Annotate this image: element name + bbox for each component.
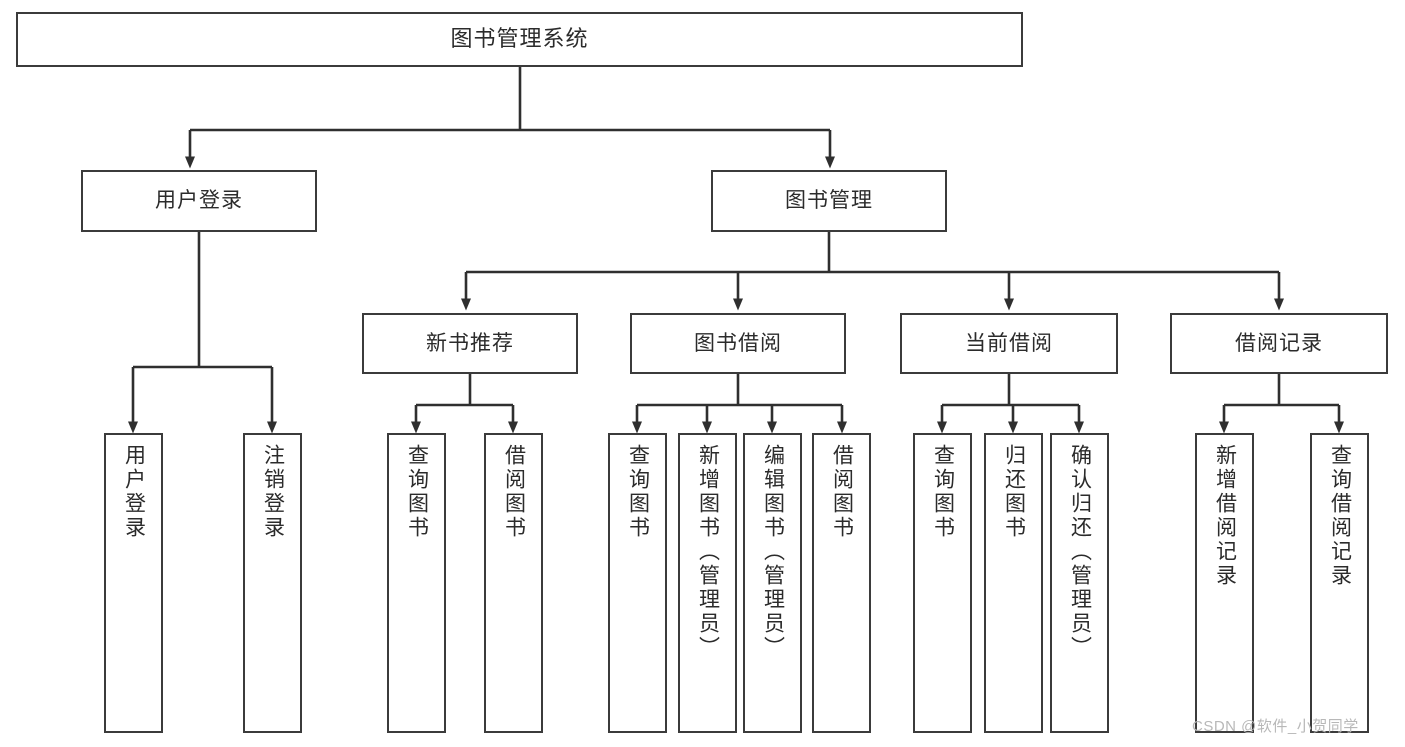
node-label: 查询图书	[626, 444, 650, 540]
node-leaf-query-book-3[interactable]: 查询图书	[913, 433, 972, 733]
node-leaf-logout[interactable]: 注销登录	[243, 433, 302, 733]
node-new-book-recommend[interactable]: 新书推荐	[362, 313, 578, 374]
node-leaf-add-record[interactable]: 新增借阅记录	[1195, 433, 1254, 733]
node-leaf-user-login[interactable]: 用户登录	[104, 433, 163, 733]
node-leaf-edit-book[interactable]: 编辑图书（管理员）	[743, 433, 802, 733]
node-root-book-management-system[interactable]: 图书管理系统	[16, 12, 1023, 67]
node-leaf-return-book[interactable]: 归还图书	[984, 433, 1043, 733]
watermark-text: CSDN @软件_小贺同学	[1192, 718, 1359, 735]
node-label: 新增图书（管理员）	[696, 444, 720, 660]
node-label: 归还图书	[1002, 444, 1026, 540]
node-label: 用户登录	[122, 444, 146, 540]
node-label: 新增借阅记录	[1213, 444, 1237, 588]
node-label: 用户登录	[155, 189, 243, 213]
node-leaf-query-book-1[interactable]: 查询图书	[387, 433, 446, 733]
node-leaf-query-record[interactable]: 查询借阅记录	[1310, 433, 1369, 733]
node-label: 借阅图书	[502, 444, 526, 540]
node-borrow-record[interactable]: 借阅记录	[1170, 313, 1388, 374]
node-current-borrow[interactable]: 当前借阅	[900, 313, 1118, 374]
node-leaf-borrow-book-1[interactable]: 借阅图书	[484, 433, 543, 733]
node-label: 图书管理	[785, 189, 873, 213]
node-leaf-add-book[interactable]: 新增图书（管理员）	[678, 433, 737, 733]
node-label: 编辑图书（管理员）	[761, 444, 785, 660]
node-label: 借阅记录	[1235, 331, 1323, 355]
node-label: 查询图书	[931, 444, 955, 540]
node-label: 新书推荐	[426, 331, 514, 355]
node-leaf-confirm-return[interactable]: 确认归还（管理员）	[1050, 433, 1109, 733]
node-label: 当前借阅	[965, 331, 1053, 355]
node-label: 注销登录	[261, 444, 285, 540]
node-user-login[interactable]: 用户登录	[81, 170, 317, 232]
node-label: 图书借阅	[694, 331, 782, 355]
node-book-borrow[interactable]: 图书借阅	[630, 313, 846, 374]
node-book-manage[interactable]: 图书管理	[711, 170, 947, 232]
node-label: 图书管理系统	[450, 26, 589, 52]
node-label: 查询图书	[405, 444, 429, 540]
node-leaf-query-book-2[interactable]: 查询图书	[608, 433, 667, 733]
node-label: 确认归还（管理员）	[1068, 444, 1092, 660]
node-label: 查询借阅记录	[1328, 444, 1352, 588]
node-label: 借阅图书	[830, 444, 854, 540]
node-leaf-borrow-book-2[interactable]: 借阅图书	[812, 433, 871, 733]
